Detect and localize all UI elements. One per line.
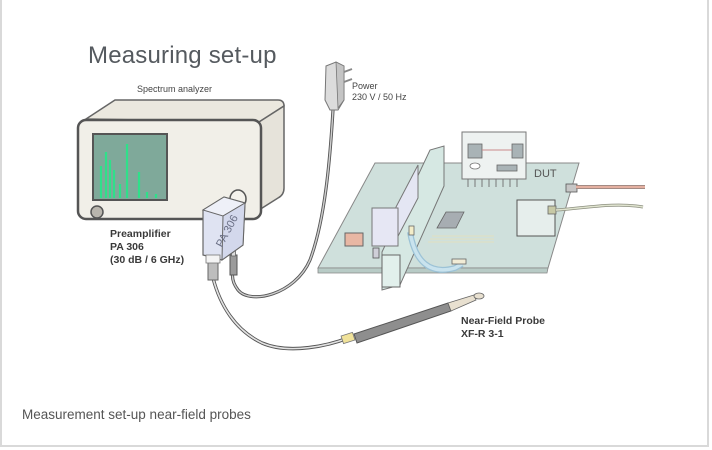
near-field-probe (340, 292, 485, 345)
spectrum-lines (99, 144, 158, 198)
figure-title: Measuring set-up (88, 42, 277, 69)
label-probe-line2: XF-R 3-1 (461, 328, 504, 340)
label-preamp-line2: PA 306 (110, 241, 144, 253)
label-preamp-line1: Preamplifier (110, 228, 171, 240)
label-power: Power 230 V / 50 Hz (352, 81, 407, 103)
power-plug-icon (324, 61, 353, 111)
preamplifier-pa306: PA 306 (201, 196, 247, 281)
label-power-line1: Power (352, 81, 378, 91)
figure-caption: Measurement set-up near-field probes (22, 407, 251, 422)
spectrum-analyzer (76, 99, 285, 221)
analyzer-knob-icon (90, 205, 104, 219)
probe-cable (211, 277, 349, 351)
label-near-field-probe: Near-Field Probe XF-R 3-1 (461, 315, 545, 341)
label-probe-line1: Near-Field Probe (461, 315, 546, 327)
setup-illustration: PA 306 (76, 61, 645, 351)
measuring-setup-figure: PA 306 (76, 42, 645, 351)
label-spectrum-analyzer: Spectrum analyzer (137, 84, 213, 94)
label-preamplifier: Preamplifier PA 306 (30 dB / 6 GHz) (110, 228, 184, 267)
dut-pcb (317, 131, 580, 291)
probe-ferrule (340, 331, 356, 345)
analyzer-screen (92, 133, 168, 201)
dut-cables (555, 185, 645, 212)
label-preamp-line3: (30 dB / 6 GHz) (110, 254, 185, 266)
label-power-line2: 230 V / 50 Hz (352, 92, 407, 102)
label-dut: DUT (534, 168, 557, 180)
